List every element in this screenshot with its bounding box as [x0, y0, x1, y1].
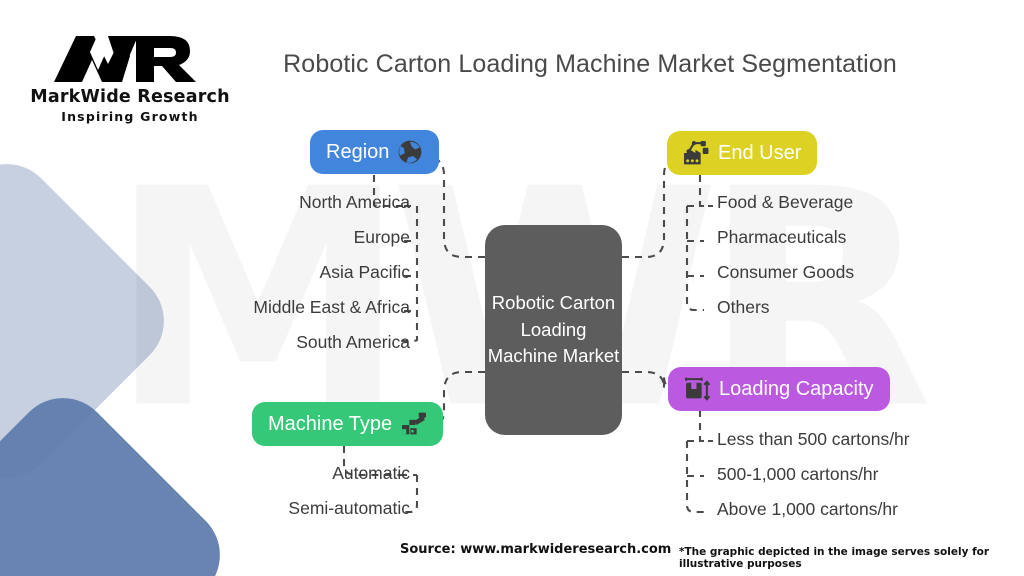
- branch-label-loading-capacity: Loading Capacity: [719, 377, 874, 400]
- branch-items-end-user: Food & Beverage Pharmaceuticals Consumer…: [717, 192, 855, 334]
- brand-name: MarkWide Research: [30, 87, 230, 107]
- center-node-label: Robotic Carton Loading Machine Market: [487, 291, 620, 367]
- list-item: Above 1,000 cartons/hr: [717, 499, 898, 519]
- list-item: Pharmaceuticals: [717, 227, 847, 247]
- list-item: Asia Pacific: [319, 262, 410, 282]
- page-title: Robotic Carton Loading Machine Market Se…: [283, 50, 897, 78]
- list-item: Automatic: [332, 463, 410, 483]
- branch-items-region: North America Europe Asia Pacific Middle…: [160, 192, 410, 369]
- list-item: 500-1,000 cartons/hr: [717, 464, 879, 484]
- branch-label-machine-type: Machine Type: [268, 412, 393, 435]
- list-item: Semi-automatic: [288, 498, 410, 518]
- mwr-monogram-icon: [54, 34, 196, 82]
- branch-label-region: Region: [326, 140, 390, 163]
- branch-label-end-user: End User: [718, 141, 802, 164]
- list-item: Middle East & Africa: [253, 297, 410, 317]
- connector-machine-spine: [400, 475, 419, 514]
- connector-region-spine: [400, 206, 419, 343]
- disclaimer-label: *The graphic depicted in the image serve…: [679, 546, 990, 570]
- list-item: Less than 500 cartons/hr: [717, 429, 910, 449]
- connector-enduser-top: [698, 175, 713, 208]
- brand-tagline: Inspiring Growth: [61, 109, 199, 124]
- list-item: South America: [296, 332, 410, 352]
- branch-pill-machine-type[interactable]: Machine Type: [252, 402, 444, 446]
- list-item: Consumer Goods: [717, 262, 855, 282]
- branch-pill-region[interactable]: Region: [310, 130, 440, 174]
- connector-capacity-top: [698, 410, 713, 443]
- branch-items-machine-type: Automatic Semi-automatic: [160, 463, 410, 535]
- brand-logo: MarkWide Research Inspiring Growth: [30, 30, 230, 124]
- box-measure-icon: [684, 376, 711, 402]
- branch-items-loading-capacity: Less than 500 cartons/hr 500-1,000 carto…: [717, 429, 910, 536]
- factory-robot-icon: [683, 140, 710, 166]
- connector-capacity-spine: [685, 441, 704, 514]
- connector-center-enduser: [622, 155, 700, 259]
- center-node: Robotic Carton Loading Machine Market: [485, 225, 622, 435]
- connector-center-region: [404, 155, 485, 259]
- branch-pill-loading-capacity[interactable]: Loading Capacity: [668, 367, 890, 411]
- branch-pill-end-user[interactable]: End User: [667, 131, 818, 175]
- list-item: Europe: [353, 227, 410, 247]
- connector-machine-top: [342, 446, 400, 477]
- robot-machine-icon: [400, 411, 427, 437]
- list-item: North America: [299, 192, 410, 212]
- connector-enduser-spine: [685, 206, 704, 312]
- globe-icon: [397, 139, 423, 165]
- source-label: Source: www.markwideresearch.com: [400, 542, 672, 557]
- list-item: Food & Beverage: [717, 192, 854, 212]
- list-item: Others: [717, 297, 770, 317]
- connector-region-item-0: [372, 175, 404, 208]
